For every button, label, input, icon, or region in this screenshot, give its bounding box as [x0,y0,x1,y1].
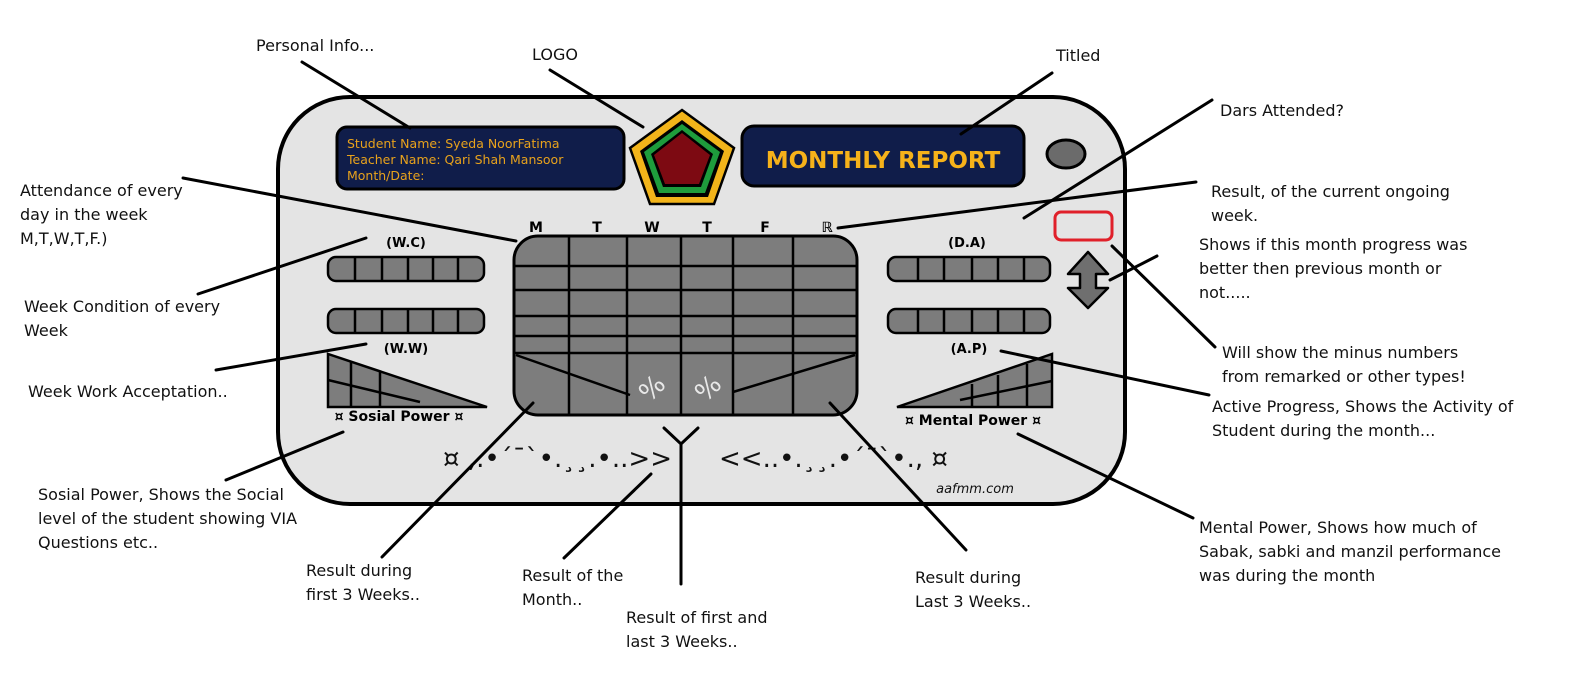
watermark: aafmm.com [936,482,1014,497]
report-title: MONTHLY REPORT [766,148,1001,174]
result-connector [662,426,700,586]
annotation-result-last3: Result during Last 3 Weeks.. [915,568,1031,611]
annotation-month-progress: Shows if this month progress was better … [1199,235,1473,302]
mental-power-label: ¤ Mental Power ¤ [905,413,1041,429]
annotation-result-first3: Result during first 3 Weeks.. [306,561,420,604]
annotation-attendance: Attendance of every day in the week M,T,… [20,181,188,248]
month-date-text: Month/Date: [347,168,424,183]
deco-right: <<..•.¸¸.•´¯`•., ¤ [719,444,948,474]
annotation-week-work: Week Work Acceptation.. [28,382,228,401]
day-label: M [529,220,543,236]
annotation-week-condition: Week Condition of every Week [24,297,225,340]
student-name-text: Student Name: Syeda NoorFatima [347,136,560,151]
ww-label: (W.W) [384,342,428,357]
sosial-power-label: ¤ Sosial Power ¤ [335,409,464,425]
week-slots-lower-right [886,307,1052,335]
leader-lines [181,60,1217,560]
day-label: W [644,220,659,236]
week-slots-lower-left [326,307,486,335]
annotation-dars-attended: Dars Attended? [1220,101,1344,120]
annotation-sosial-power: Sosial Power, Shows the Social level of … [38,485,302,552]
teacher-name-text: Teacher Name: Qari Shah Mansoor [346,152,564,167]
annotation-active-progress: Active Progress, Shows the Activity of S… [1212,397,1518,440]
annotation-result-first-last: Result of first and last 3 Weeks.. [626,608,773,651]
minus-number-box [1053,210,1114,242]
annotation-minus-numbers: Will show the minus numbers from remarke… [1222,343,1466,386]
da-label: (D.A) [948,236,986,251]
day-letters: M T W T F ℝ [529,220,833,236]
up-down-arrow-icon [1066,250,1110,310]
round-button-icon[interactable] [1045,138,1087,170]
annotation-personal-info: Personal Info... [256,36,374,55]
dars-attended-slots [886,255,1052,283]
annotation-result-current: Result, of the current ongoing week. [1211,182,1455,225]
day-label: T [702,220,712,236]
title-box [740,124,1026,188]
pentagon-emblem-icon [628,108,736,206]
annotation-mental-power: Mental Power, Shows how much of Sabak, s… [1199,518,1506,585]
annotation-titled: Titled [1055,46,1100,65]
deco-left: ¤ ,.•´¯`•.¸¸.•..>> [443,444,672,474]
mental-power-meter [896,352,1054,409]
attendance-grid: % % [512,234,859,417]
wc-label: (W.C) [386,236,426,251]
sosial-power-meter [326,352,488,409]
annotation-result-month: Result of the Month.. [522,566,628,609]
day-label: ℝ [821,220,833,236]
day-label: T [592,220,602,236]
ap-label: (A.P) [951,342,988,357]
personal-info-box [335,125,626,191]
day-label: F [760,220,770,236]
annotation-logo: LOGO [532,45,578,64]
week-condition-slots [326,255,486,283]
